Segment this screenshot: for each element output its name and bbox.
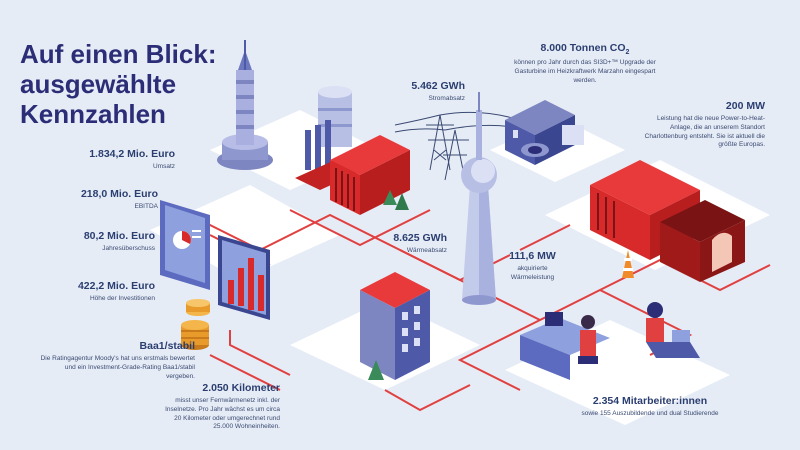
kpi-waermeabsatz: 8.625 GWh Wärmeabsatz: [345, 232, 447, 256]
coin-stack-illustration: [181, 299, 210, 350]
kpi-umsatz: 1.834,2 Mio. Euro Umsatz: [20, 148, 175, 172]
workplace-illustration: [520, 302, 700, 380]
kpi-co2-value-subscript: 2: [625, 49, 630, 57]
kpi-ebitda: 218,0 Mio. Euro EBITDA: [20, 188, 158, 212]
office-building-illustration: [360, 272, 430, 380]
kpi-mitarbeiter: 2.354 Mitarbeiter:innen sowie 155 Auszub…: [575, 395, 725, 419]
kpi-co2-label: können pro Jahr durch das SI3D+™ Upgrade…: [514, 59, 656, 84]
power-plant-illustration: [295, 120, 410, 215]
financial-charts-illustration: [160, 200, 270, 320]
kpi-umsatz-value: 1.834,2 Mio. Euro: [89, 148, 175, 160]
transmission-tower-illustration: [217, 40, 273, 170]
kpi-umsatz-label: Umsatz: [152, 163, 175, 170]
kpi-waermeleistung-value: 111,6 MW: [509, 250, 556, 262]
kpi-investitionen: 422,2 Mio. Euro Höhe der Investitionen: [20, 280, 155, 304]
kpi-rating-label: Die Ratingagentur Moody's hat uns erstma…: [40, 355, 195, 380]
kpi-netz-value: 2.050 Kilometer: [202, 382, 280, 394]
kpi-mitarbeiter-label: sowie 155 Auszubildende und dual Studier…: [581, 410, 719, 417]
kpi-mitarbeiter-value: 2.354 Mitarbeiter:innen: [592, 395, 708, 407]
page-title: Auf einen Blick: ausgewählte Kennzahlen: [20, 39, 217, 130]
kpi-ebitda-label: EBITDA: [134, 203, 158, 210]
kpi-waermeabsatz-value: 8.625 GWh: [393, 232, 447, 244]
kpi-rating-value: Baa1/stabil: [139, 340, 195, 352]
title-line-3: Kennzahlen: [20, 98, 166, 129]
silos-illustration: [318, 86, 352, 147]
title-line-2: ausgewählte: [20, 68, 177, 99]
kpi-power-to-heat-value: 200 MW: [725, 100, 765, 112]
kpi-ebitda-value: 218,0 Mio. Euro: [80, 188, 158, 200]
kpi-co2-value-main: 8.000 Tonnen CO: [540, 42, 626, 54]
kpi-netz-label: misst unser Fernwärmenetz inkl. der Inse…: [165, 397, 280, 431]
kpi-stromabsatz-label: Stromabsatz: [428, 95, 466, 102]
kpi-jahresueberschuss-value: 80,2 Mio. Euro: [83, 230, 155, 242]
kpi-jahresueberschuss: 80,2 Mio. Euro Jahresüberschuss: [20, 230, 155, 254]
kpi-co2: 8.000 Tonnen CO2 können pro Jahr durch d…: [505, 42, 665, 85]
kpi-waermeabsatz-label: Wärmeabsatz: [406, 247, 447, 254]
kpi-waermeleistung-label: akquirierte Wärmeleistung: [510, 265, 555, 281]
gas-turbine-building-illustration: [505, 100, 584, 165]
kpi-netz: 2.050 Kilometer misst unser Fernwärmenet…: [160, 382, 280, 432]
tv-tower-illustration: [461, 92, 497, 305]
kpi-jahresueberschuss-label: Jahresüberschuss: [102, 245, 155, 252]
kpi-co2-value: 8.000 Tonnen CO2: [505, 42, 665, 56]
kpi-investitionen-value: 422,2 Mio. Euro: [77, 280, 155, 292]
kpi-waermeleistung: 111,6 MW akquirierte Wärmeleistung: [495, 250, 570, 283]
kpi-stromabsatz: 5.462 GWh Stromabsatz: [370, 80, 465, 104]
kpi-stromabsatz-value: 5.462 GWh: [411, 80, 465, 92]
kpi-rating: Baa1/stabil Die Ratingagentur Moody's ha…: [40, 340, 195, 381]
kpi-investitionen-label: Höhe der Investitionen: [89, 295, 155, 302]
title-line-1: Auf einen Blick:: [20, 39, 217, 69]
power-to-heat-building-illustration: [590, 160, 745, 282]
kpi-power-to-heat-label: Leistung hat die neue Power-to-Heat-Anla…: [644, 115, 765, 149]
power-pylons-illustration: [394, 111, 521, 181]
kpi-power-to-heat: 200 MW Leistung hat die neue Power-to-He…: [640, 100, 765, 150]
